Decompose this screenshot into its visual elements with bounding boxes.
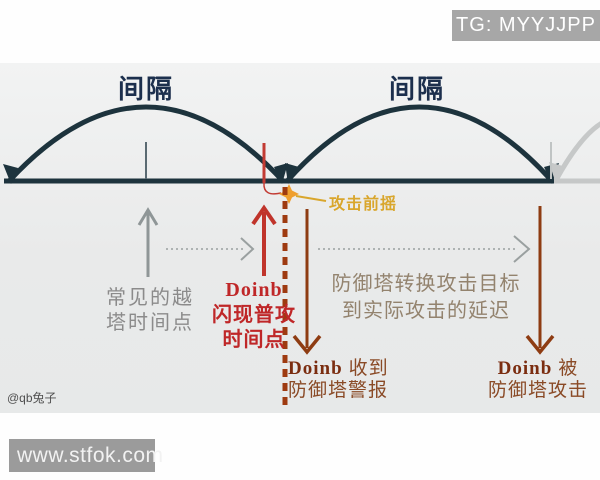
next-attack-arc-gray	[553, 121, 600, 182]
tower-alert-suffix: 收到	[348, 358, 389, 379]
common-dive-arrow	[137, 207, 159, 277]
tower-attacked-line2: 防御塔攻击	[487, 380, 588, 401]
common-dive-line2: 塔时间点	[106, 312, 194, 334]
doinb-flash-line1: Doinb	[225, 279, 283, 301]
tower-attacked-name: Doinb	[497, 358, 553, 379]
tower-attack-arrow	[525, 206, 555, 355]
attack-windup-label: 攻击前摇	[329, 196, 398, 213]
tower-delay-line1: 防御塔转换攻击目标	[331, 273, 521, 295]
site-watermark-badge: www.stfok.com	[9, 439, 163, 472]
tower-attacked-suffix: 被	[558, 358, 579, 379]
tower-alert-arrow	[292, 209, 322, 355]
arc-arrowhead	[285, 163, 299, 184]
red-hook-curve	[263, 182, 282, 195]
arc-arrowhead-gray	[549, 162, 566, 184]
common-dive-line1: 常见的越	[106, 287, 194, 309]
tower-alert-name: Doinb	[288, 358, 343, 379]
tower-delay-label: 防御塔转换攻击目标 到实际攻击的延迟	[316, 271, 536, 325]
author-watermark: @qb兔子	[7, 391, 57, 405]
telegram-badge: TG: MYYJJPP	[452, 10, 600, 41]
doinb-flash-label: Doinb 闪现普攻 时间点	[202, 278, 306, 353]
windup-pointer-line	[295, 195, 327, 202]
arc-arrowhead	[274, 163, 288, 184]
tower-delay-line2: 到实际攻击的延迟	[342, 300, 510, 322]
interval-label-left: 间隔	[117, 75, 174, 104]
common-dive-label: 常见的越 塔时间点	[98, 286, 202, 336]
tower-alert-line2: 防御塔警报	[288, 380, 389, 401]
arc-arrowhead	[3, 164, 18, 184]
delay-dashed-arrow-left	[166, 237, 255, 261]
diagram-panel	[0, 63, 600, 413]
interval-arc-left	[8, 104, 284, 182]
doinb-flash-line3: 时间点	[222, 329, 286, 351]
delay-dashed-arrow-right	[318, 235, 531, 263]
interval-label-right: 间隔	[388, 75, 445, 104]
attack-star-icon	[279, 184, 299, 204]
doinb-flash-line2: 闪现普攻	[212, 304, 296, 326]
interval-arc-right	[286, 104, 553, 182]
doinb-flash-arrow	[251, 204, 277, 276]
